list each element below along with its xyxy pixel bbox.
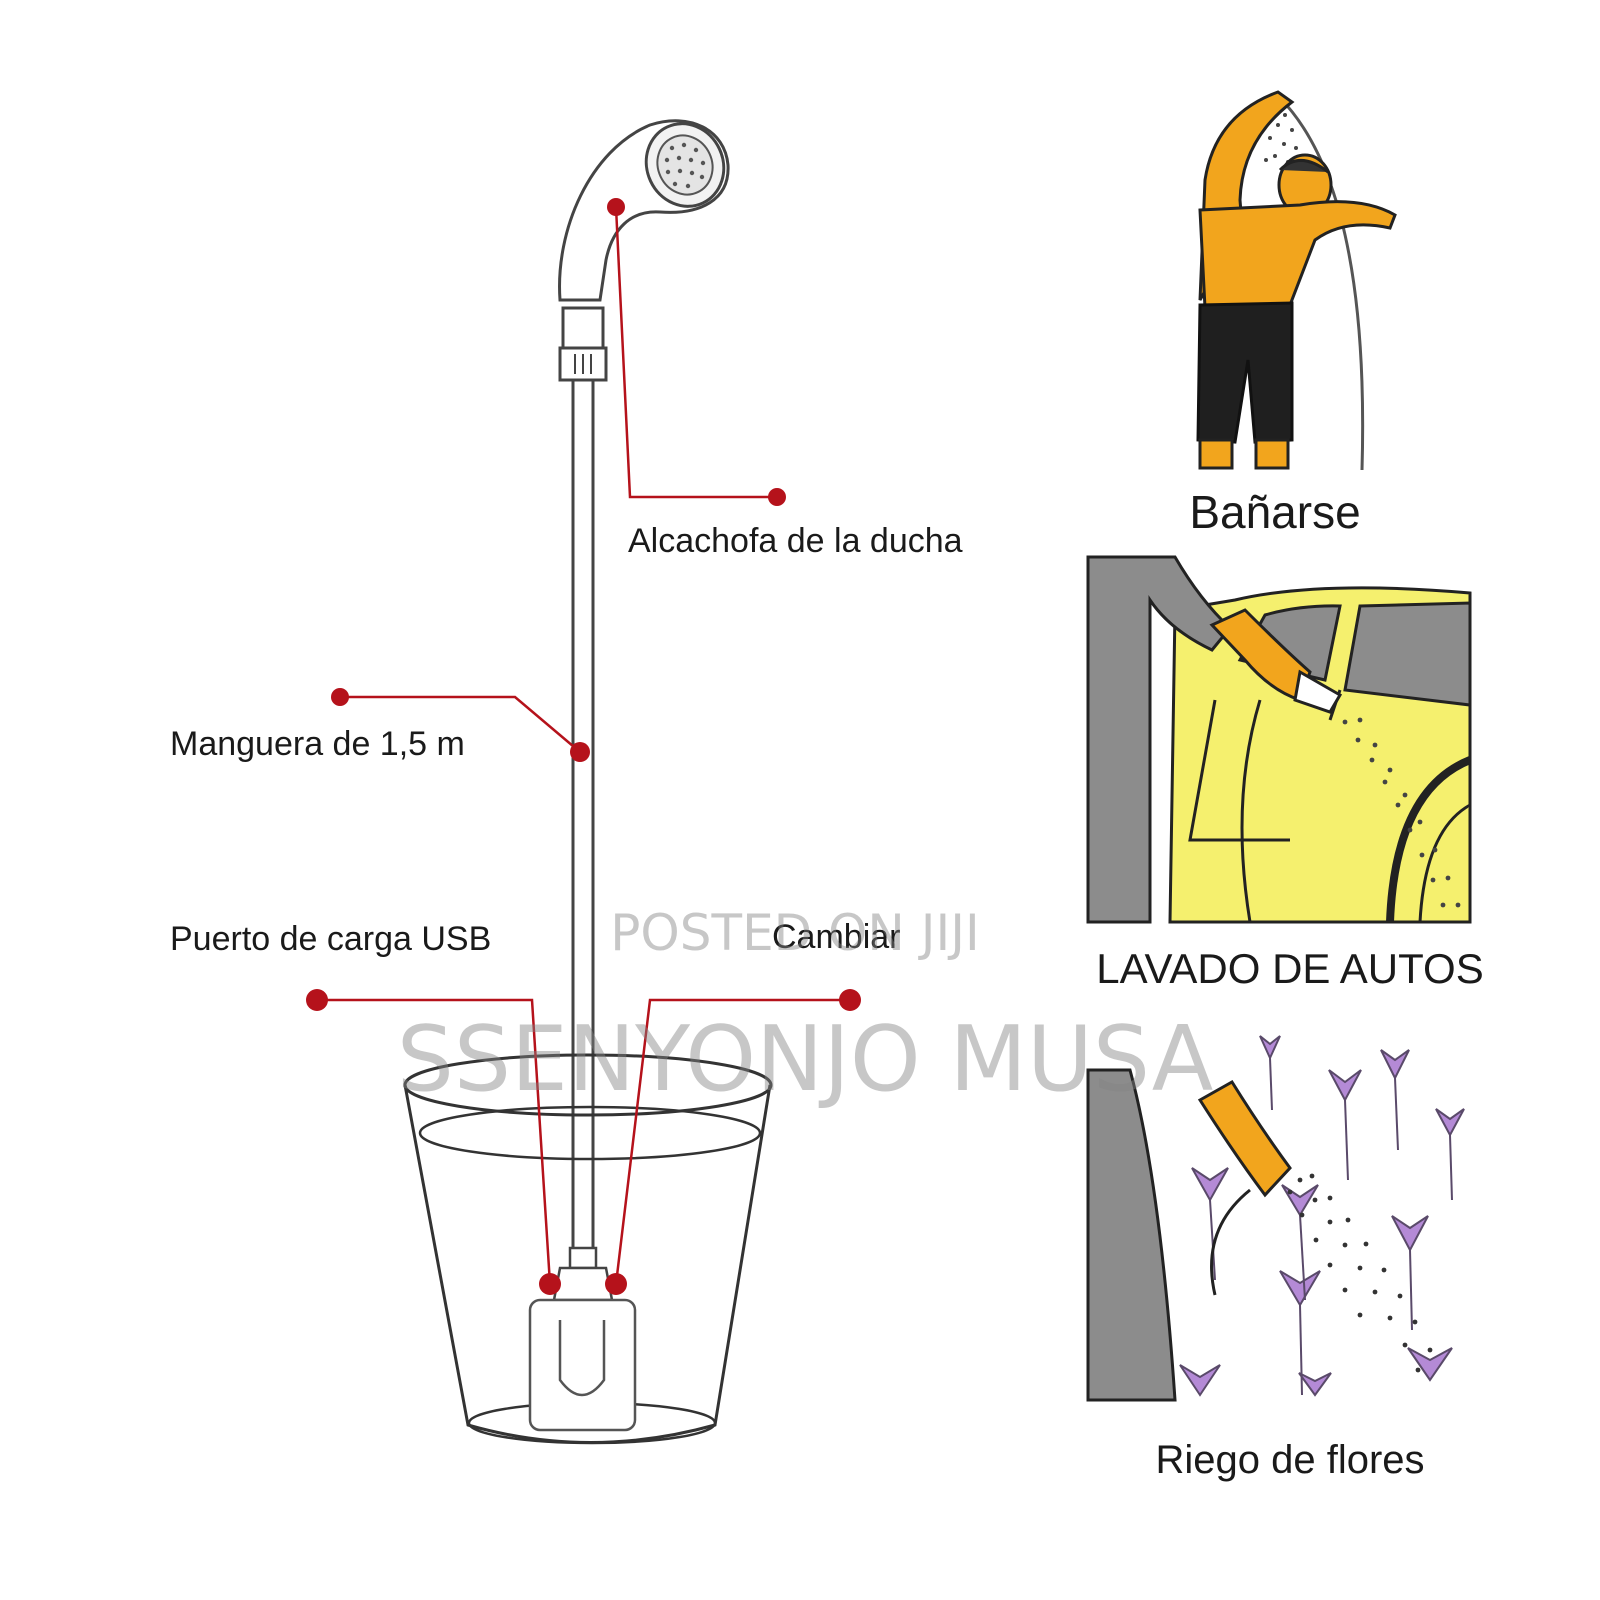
switch-leader: [614, 998, 850, 1285]
label-hose: Manguera de 1,5 m: [170, 725, 465, 763]
shower-head-leader-end: [768, 488, 786, 506]
pump-icon: [528, 1246, 637, 1432]
watermark-line-1: POSTED ON JIJI: [610, 904, 979, 962]
bathing-person-icon: [1196, 90, 1397, 471]
usb-port-leader: [317, 998, 552, 1285]
shower-head-marker: [607, 198, 625, 216]
usb-port-marker: [539, 1273, 561, 1295]
shower-head-leader: [614, 206, 777, 499]
hose-marker: [570, 742, 590, 762]
hose-leader: [340, 695, 581, 753]
hose-icon: [571, 378, 595, 1252]
switch-leader-end: [839, 989, 861, 1011]
usb-port-leader-end: [306, 989, 328, 1011]
label-watering-flowers: Riego de flores: [1155, 1438, 1424, 1482]
label-bathing: Bañarse: [1189, 486, 1360, 538]
watermark-line-2: SSENYONJO MUSA: [397, 1007, 1214, 1112]
label-switch: Cambiar: [772, 918, 900, 956]
car-wash-icon: [1086, 555, 1472, 924]
watering-flowers-icon: [1086, 1035, 1465, 1402]
hose-leader-end: [331, 688, 349, 706]
label-shower-head: Alcachofa de la ducha: [628, 522, 963, 560]
label-car-wash: LAVADO DE AUTOS: [1096, 945, 1483, 992]
switch-marker: [605, 1273, 627, 1295]
hose-connector-icon: [558, 306, 608, 382]
shower-head-icon: [558, 119, 730, 302]
bucket-icon: [403, 1053, 773, 1445]
label-usb-port: Puerto de carga USB: [170, 920, 491, 958]
